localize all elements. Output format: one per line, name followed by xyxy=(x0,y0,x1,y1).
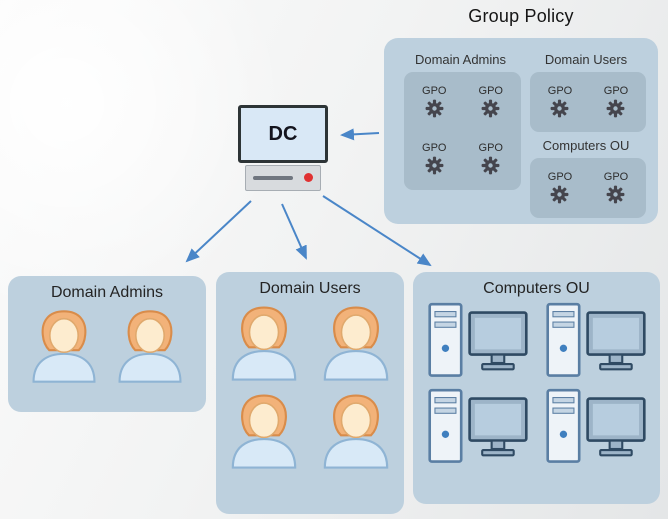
gpo-item: GPO xyxy=(422,143,446,176)
gpo-label: GPO xyxy=(603,170,629,183)
gpo-item: GPO xyxy=(603,84,629,119)
gpo-box-computers-ou: GPO GPO xyxy=(530,158,646,218)
gpo-item: GPO xyxy=(603,170,629,205)
user-icon xyxy=(221,300,307,386)
dc-base-unit xyxy=(245,165,321,191)
arrow-dc-to-domain-admins xyxy=(185,200,252,263)
ou-domain-users: Domain Users xyxy=(216,272,404,514)
user-icon xyxy=(22,304,106,388)
gpo-label: GPO xyxy=(478,85,503,97)
gpo-label: GPO xyxy=(422,85,447,97)
user-icon xyxy=(108,304,192,388)
computer-icon xyxy=(540,300,652,384)
user-icon-grid xyxy=(221,300,399,474)
arrow-dc-to-domain-users xyxy=(281,203,307,260)
computer-icon xyxy=(540,386,652,470)
gpo-label: GPO xyxy=(422,142,447,154)
gear-icon xyxy=(549,98,570,119)
gpo-box-domain-admins: GPO GPO GPO GPO xyxy=(404,72,521,190)
ou-label-computers-ou: Computers OU xyxy=(483,280,590,297)
gpo-item: GPO xyxy=(547,170,573,205)
gear-icon xyxy=(424,98,445,119)
gpo-label: GPO xyxy=(547,170,573,183)
gpo-item: GPO xyxy=(422,86,446,119)
gpo-item: GPO xyxy=(547,84,573,119)
dc-monitor: DC xyxy=(238,105,328,163)
gear-icon xyxy=(605,184,626,205)
dc-power-light xyxy=(304,173,313,182)
gpo-item: GPO xyxy=(479,86,503,119)
gpo-label: GPO xyxy=(603,84,629,97)
ou-computers: Computers OU xyxy=(413,272,660,504)
gpo-section-label-computers-ou: Computers OU xyxy=(542,138,630,153)
computer-icon xyxy=(422,300,534,384)
dc-label: DC xyxy=(268,122,298,145)
gear-icon xyxy=(424,155,445,176)
gear-icon xyxy=(605,98,626,119)
dc-drive-slot xyxy=(253,176,293,180)
user-icon xyxy=(313,300,399,386)
gpo-section-label-domain-users: Domain Users xyxy=(544,52,628,67)
domain-controller: DC xyxy=(238,105,328,191)
gpo-box-domain-users: GPO GPO xyxy=(530,72,646,132)
user-icon-row xyxy=(22,304,192,388)
computer-icon xyxy=(422,386,534,470)
ou-domain-admins: Domain Admins xyxy=(8,276,206,412)
page-title: Group Policy xyxy=(468,6,574,26)
arrow-gpo-to-dc xyxy=(340,128,380,141)
ou-label-domain-users: Domain Users xyxy=(259,280,361,297)
gear-icon xyxy=(480,155,501,176)
gpo-item: GPO xyxy=(479,143,503,176)
gear-icon xyxy=(549,184,570,205)
gpo-section-label-domain-admins: Domain Admins xyxy=(414,52,507,67)
gpo-label: GPO xyxy=(478,142,503,154)
computer-icon-grid xyxy=(422,300,652,470)
user-icon xyxy=(221,388,307,474)
gpo-label: GPO xyxy=(547,84,573,97)
group-policy-panel: Domain Admins Domain Users Computers OU … xyxy=(384,38,658,224)
ou-label-domain-admins: Domain Admins xyxy=(50,284,164,301)
user-icon xyxy=(313,388,399,474)
gear-icon xyxy=(480,98,501,119)
